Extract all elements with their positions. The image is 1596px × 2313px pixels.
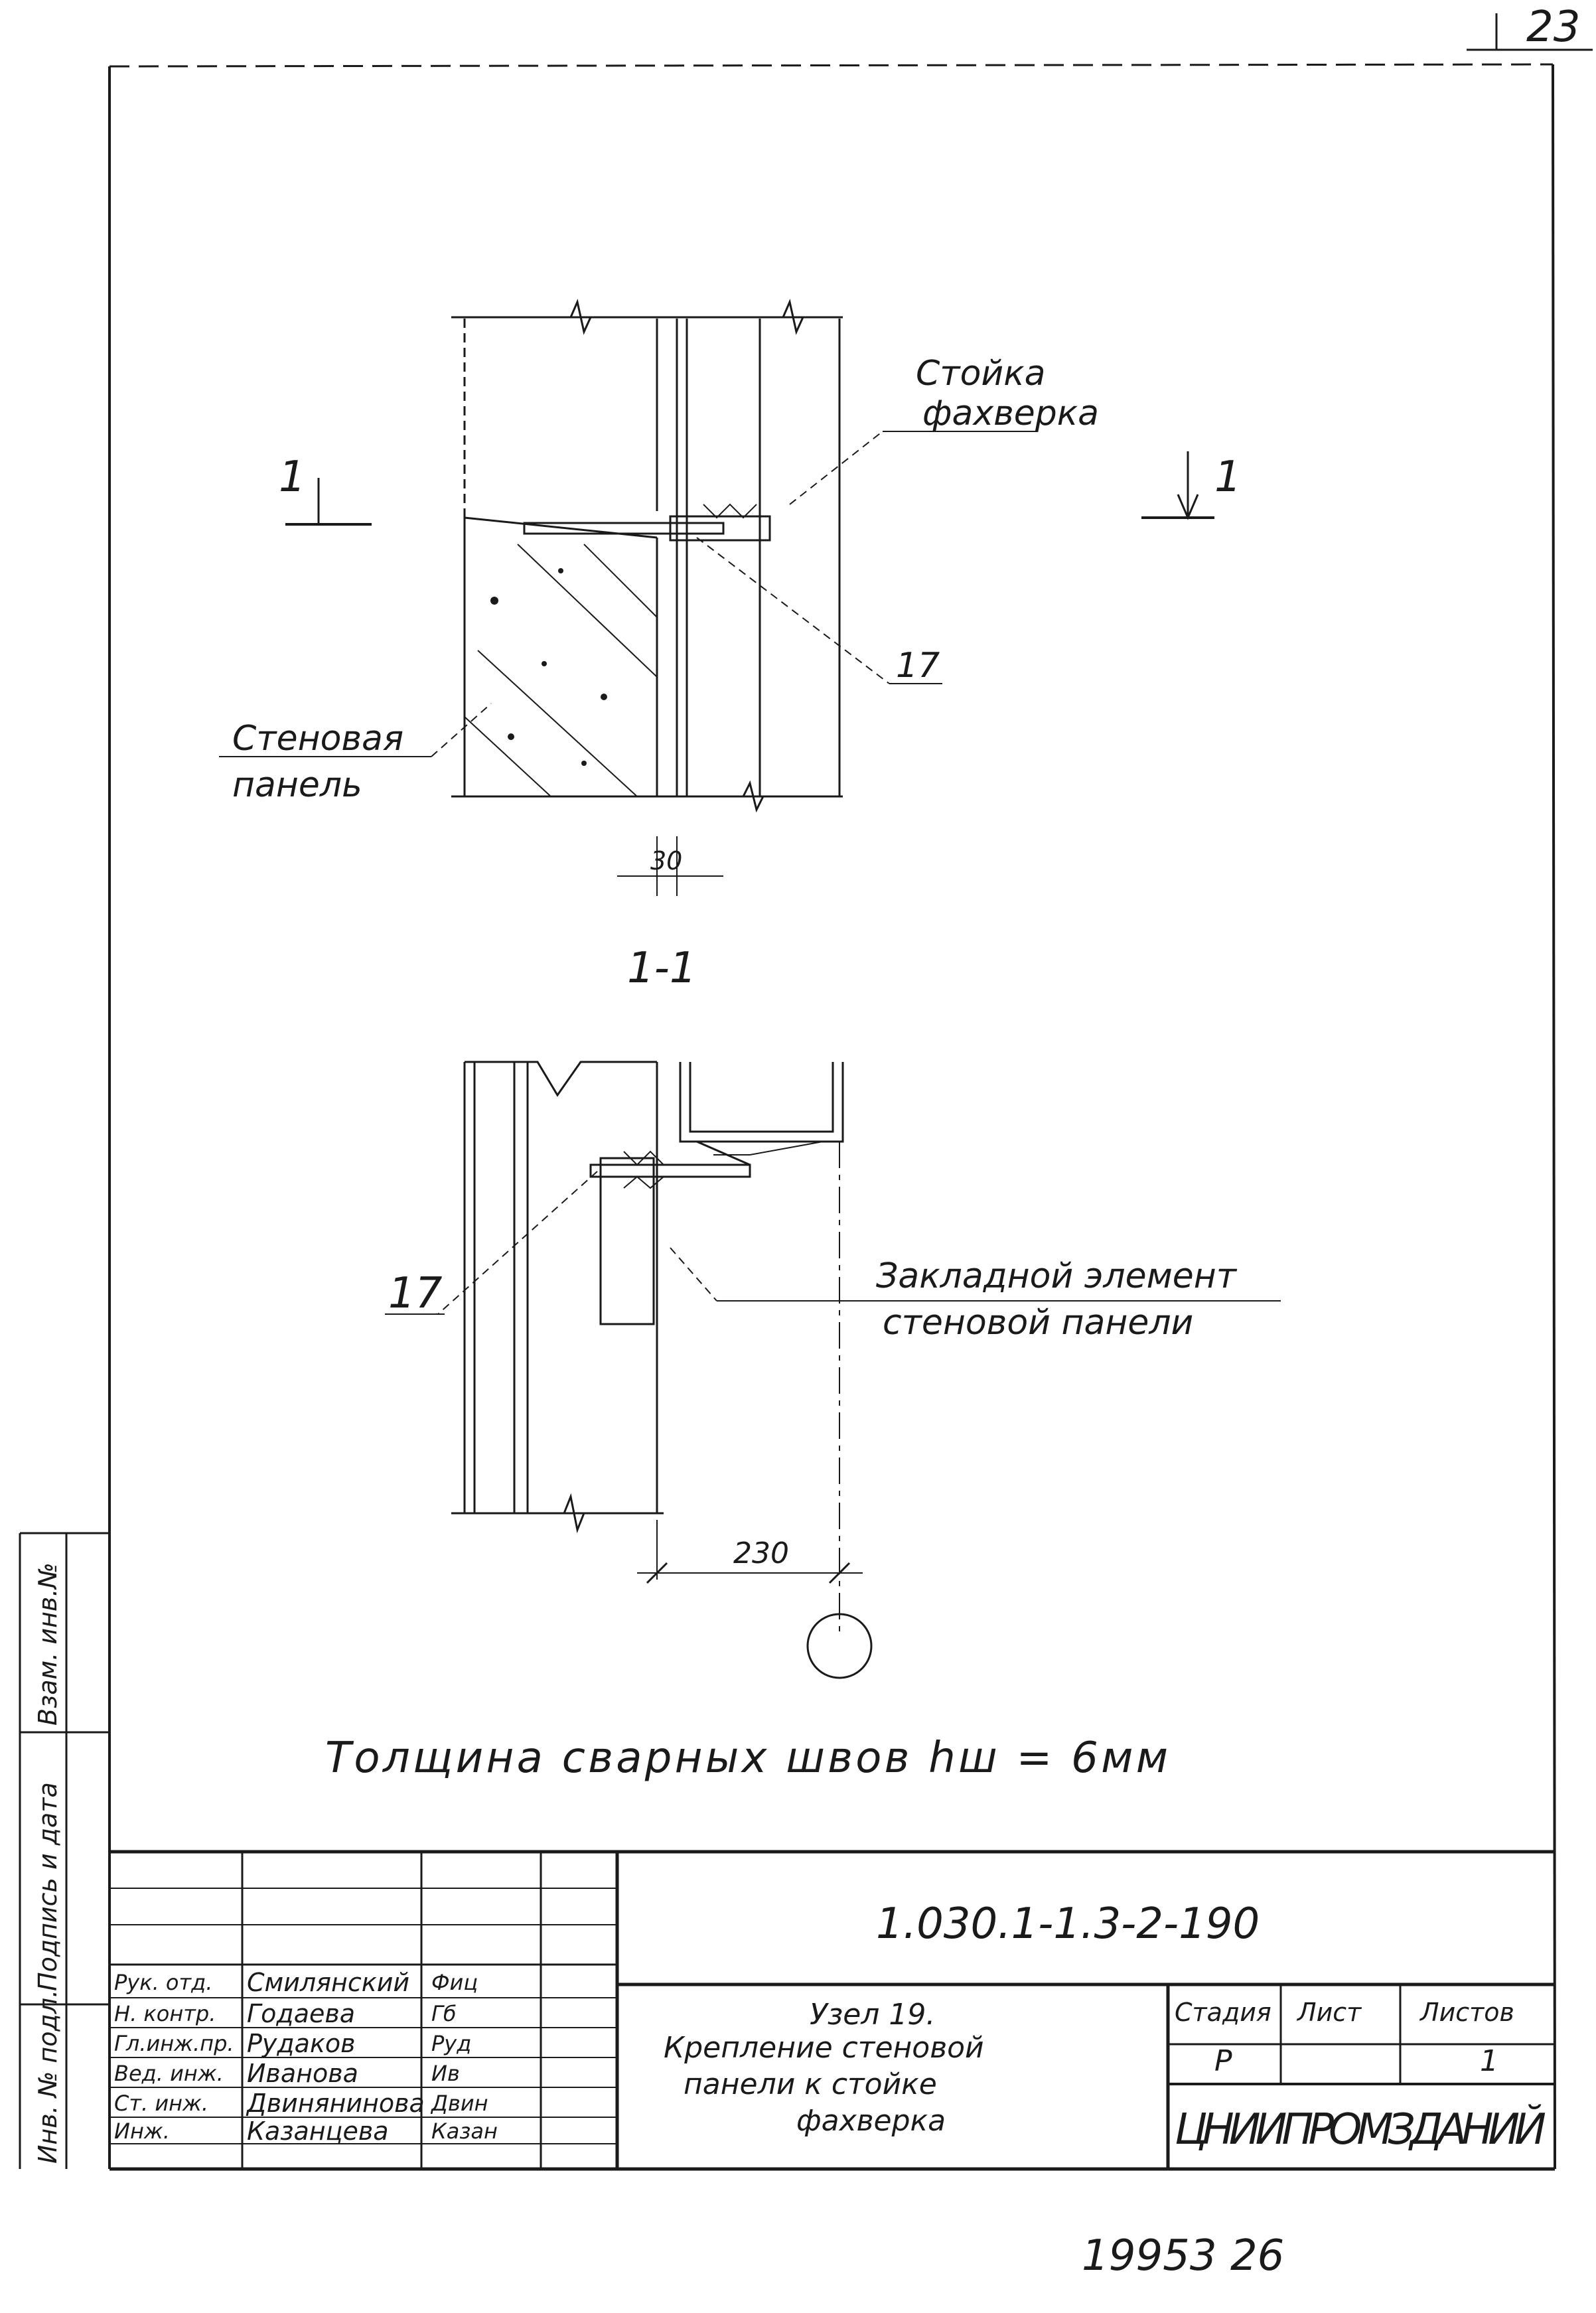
- staff-role: Н. контр.: [114, 2001, 216, 2026]
- label-post-line2: фахверка: [922, 394, 1099, 433]
- staff-name: Казанцева: [247, 2117, 389, 2146]
- staff-signature: Ив: [431, 2061, 460, 2086]
- title-line-4: фахверка: [796, 2104, 946, 2138]
- weld-thickness-note: Толщина сварных швов hш = 6мм: [325, 1734, 1168, 1783]
- staff-name: Смилянский: [247, 1968, 409, 1997]
- label-panel-line2: панель: [232, 765, 362, 805]
- staff-signature: Руд: [431, 2031, 471, 2056]
- callout-17-section: 17: [388, 1269, 443, 1318]
- side-stamp-inv: Инв. № подл.: [33, 1990, 62, 2164]
- section-mark-right: 1: [1214, 453, 1242, 502]
- staff-name: Годаева: [247, 1999, 355, 2028]
- dim-30: 30: [650, 846, 682, 875]
- title-line-3: панели к стойке: [684, 2067, 937, 2101]
- sheets-header: Листов: [1419, 1998, 1514, 2027]
- label-panel-line1: Стеновая: [232, 719, 403, 759]
- staff-role: Вед. инж.: [114, 2061, 224, 2086]
- staff-signature: Казан: [431, 2119, 498, 2144]
- staff-role: Рук. отд.: [114, 1970, 212, 1995]
- label-embedded-line1: Закладной элемент: [876, 1256, 1238, 1296]
- drawing-designation: 1.030.1-1.3-2-190: [876, 1900, 1260, 1949]
- stage-header: Стадия: [1175, 1998, 1271, 2027]
- staff-role: Гл.инж.пр.: [114, 2031, 234, 2056]
- section-view: [385, 1061, 1281, 1679]
- detail-elevation: [219, 299, 1214, 896]
- title-line-2: Крепление стеновой: [664, 2031, 984, 2065]
- label-post-line1: Стойка: [916, 354, 1045, 394]
- staff-role: Ст. инж.: [114, 2091, 208, 2116]
- staff-table: Рук. отд. Смилянский Фиц Н. контр. Годае…: [114, 1968, 498, 2146]
- staff-name: Иванова: [247, 2059, 358, 2088]
- section-title: 1-1: [627, 944, 697, 993]
- dim-230: 230: [733, 1536, 789, 1570]
- footer-number: 19953 26: [1082, 2231, 1284, 2280]
- organization-name: ЦНИИПРОМЗДАНИЙ: [1175, 2104, 1546, 2154]
- title-block: [109, 1850, 1555, 2169]
- label-embedded-line2: стеновой панели: [883, 1303, 1193, 1343]
- sheet-frame: [108, 13, 1593, 2171]
- staff-signature: Двин: [430, 2091, 488, 2116]
- staff-signature: Фиц: [431, 1970, 478, 1995]
- sheet-corner-number: 23: [1526, 3, 1580, 52]
- sheets-value: 1: [1480, 2044, 1498, 2078]
- side-stamp: [19, 1532, 109, 2169]
- side-stamp-sign: Подпись и дата: [33, 1782, 62, 1991]
- staff-signature: Гб: [431, 2001, 457, 2026]
- staff-role: Инж.: [114, 2119, 170, 2144]
- side-stamp-replace: Взам. инв.№: [33, 1562, 62, 1726]
- sheet-header: Лист: [1296, 1998, 1362, 2027]
- stage-value: Р: [1214, 2044, 1232, 2078]
- staff-name: Двинянинова: [246, 2089, 425, 2118]
- callout-17-top: 17: [896, 646, 940, 686]
- section-mark-left: 1: [279, 453, 306, 502]
- staff-name: Рудаков: [247, 2029, 356, 2058]
- title-line-1: Узел 19.: [810, 1998, 935, 2032]
